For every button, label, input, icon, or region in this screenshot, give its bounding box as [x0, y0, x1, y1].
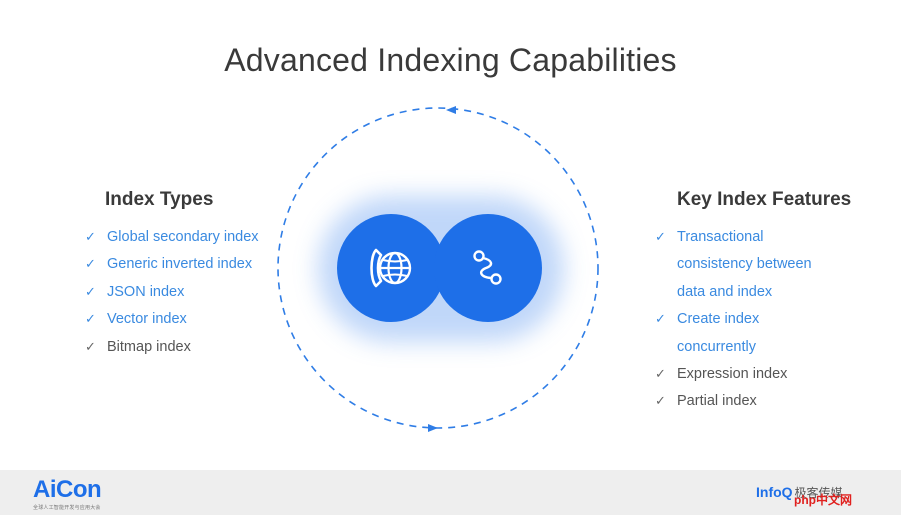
index-type-label: JSON index — [107, 283, 185, 300]
feature-item: ✓ Expression index — [655, 361, 812, 388]
index-type-label: Global secondary index — [107, 229, 259, 245]
feature-label: consistency between — [677, 256, 812, 273]
checkmark-icon: ✓ — [85, 257, 96, 273]
checkmark-icon: ✓ — [655, 230, 666, 245]
feature-item: ✓ Create index — [655, 306, 812, 333]
index-type-item: ✓ Vector index — [85, 306, 259, 333]
feature-item: ✓ Partial index — [655, 388, 812, 415]
feature-label: Create index — [677, 311, 760, 328]
checkmark-icon: ✓ — [655, 367, 666, 383]
orbit-arrow-top-icon — [446, 106, 456, 114]
aicon-logo-subtitle: 全球人工智能开发与应用大会 — [33, 505, 101, 511]
checkmark-icon: ✓ — [85, 339, 96, 355]
key-features-list: ✓Transactional✓consistency between✓data … — [655, 224, 812, 416]
feature-item: ✓consistency between — [655, 251, 812, 278]
watermark: php中文网 — [794, 493, 852, 507]
feature-item: ✓concurrently — [655, 334, 812, 361]
index-type-item: ✓ JSON index — [85, 279, 259, 306]
aicon-logo: AiCon 全球人工智能开发与应用大会 — [33, 476, 102, 512]
checkmark-icon: ✓ — [85, 312, 96, 328]
feature-label: concurrently — [677, 338, 756, 355]
dashed-orbit-ring — [277, 106, 599, 432]
feature-label: Partial index — [677, 393, 757, 410]
index-type-label: Bitmap index — [107, 338, 191, 355]
checkmark-icon: ✓ — [85, 230, 96, 245]
feature-item: ✓data and index — [655, 279, 812, 306]
index-types-list: ✓ Global secondary index ✓ Generic inverted… — [85, 224, 259, 361]
index-type-label: Vector index — [107, 311, 187, 328]
infoq-logo-cn: 极客传媒 — [794, 486, 843, 500]
globe-phone-icon — [370, 248, 412, 288]
checkmark-icon: ✓ — [655, 312, 666, 328]
route-path-icon — [473, 250, 502, 285]
aicon-logo-text: AiCon — [33, 476, 102, 503]
index-type-item: ✓ Generic inverted index — [85, 251, 259, 278]
index-type-item: ✓ Bitmap index — [85, 334, 259, 361]
feature-label: data and index — [677, 283, 773, 300]
feature-item: ✓ Transactional — [655, 224, 812, 251]
checkmark-icon: ✓ — [85, 284, 96, 300]
checkmark-icon: ✓ — [655, 394, 666, 410]
index-type-item: ✓ Global secondary index — [85, 224, 259, 251]
orbit-arrow-bottom-icon — [428, 424, 438, 432]
footer-bar — [0, 470, 901, 515]
feature-label: Expression index — [677, 366, 788, 383]
index-types-heading: Index Types — [105, 189, 214, 210]
index-type-label: Generic inverted index — [107, 256, 253, 273]
slide-title: Advanced Indexing Capabilities — [224, 42, 677, 78]
feature-label: Transactional — [677, 229, 764, 245]
key-features-heading: Key Index Features — [677, 189, 852, 210]
infoq-logo-text: InfoQ — [756, 484, 793, 500]
